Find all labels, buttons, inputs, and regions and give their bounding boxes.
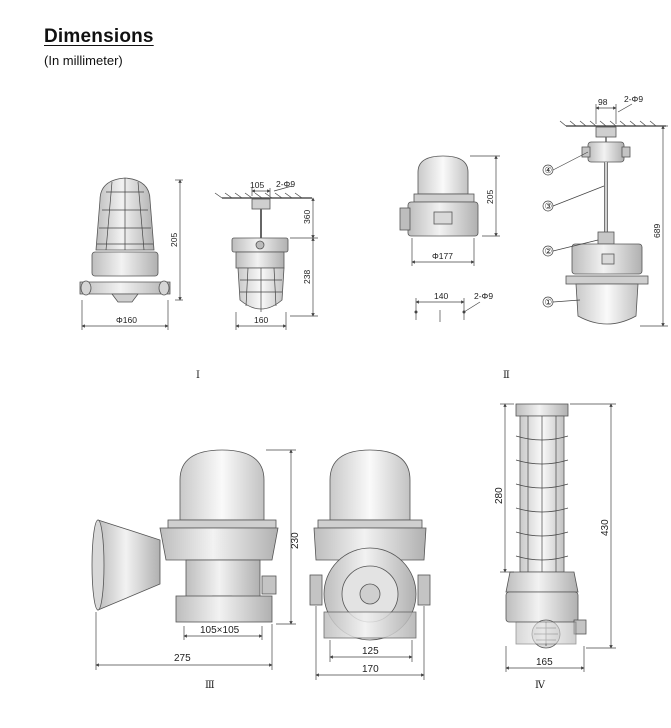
dim-iii-outer-width: 170 xyxy=(362,664,379,675)
dim-ii-b-total-height: 689 xyxy=(652,224,662,238)
dim-i-b-spacing: 105 xyxy=(250,180,264,190)
dim-i-a-height: 205 xyxy=(169,233,179,247)
figure-iii: 230 105×105 275 125 170 Ⅲ xyxy=(91,449,431,691)
dim-i-b-width: 160 xyxy=(254,315,268,325)
lamp-ii-a xyxy=(399,155,479,237)
lamp-ii-b-dims: 98 2-Φ9 689 ④ ③ ② ① xyxy=(542,94,668,327)
figure-iv: 280 430 165 Ⅳ xyxy=(494,403,616,691)
figure-ii: 205 Φ177 140 2-Φ9 xyxy=(399,94,668,381)
lamp-i-a xyxy=(79,177,171,303)
dim-ii-a-spacing: 140 xyxy=(434,291,448,301)
lamp-iii-side xyxy=(91,449,279,623)
lamp-i-a-dims: 205 Φ160 xyxy=(81,179,183,330)
part-label-3: ③ xyxy=(545,201,553,211)
dim-i-b-holes: 2-Φ9 xyxy=(276,179,295,189)
lamp-iv-dims: 280 430 165 xyxy=(494,403,616,672)
lamp-iv xyxy=(505,403,587,649)
dim-i-b-drop: 360 xyxy=(302,210,312,224)
figure-iv-label: Ⅳ xyxy=(535,680,546,691)
lamp-iii-front xyxy=(309,449,431,641)
dim-ii-b-holes: 2-Φ9 xyxy=(624,94,643,104)
lamp-ii-b xyxy=(559,120,666,325)
lamp-ii-a-dims: 205 Φ177 140 2-Φ9 xyxy=(411,155,500,322)
figure-ii-label: Ⅱ xyxy=(503,370,510,381)
dim-ii-a-holes: 2-Φ9 xyxy=(474,291,493,301)
dim-iv-cage-height: 280 xyxy=(494,487,505,504)
part-label-2: ② xyxy=(545,246,553,256)
figure-iii-label: Ⅲ xyxy=(205,680,215,691)
dim-i-b-body-height: 238 xyxy=(302,270,312,284)
page-title: Dimensions xyxy=(44,26,154,47)
dim-iv-width: 165 xyxy=(536,657,553,668)
figure-i: 205 Φ160 105 2-Φ9 360 xyxy=(79,177,318,381)
dim-ii-a-height: 205 xyxy=(485,190,495,204)
dim-iii-total-length: 275 xyxy=(174,653,191,664)
dim-iii-inner-width: 125 xyxy=(362,646,379,657)
dim-iii-base: 105×105 xyxy=(200,625,240,636)
page-subtitle: (In millimeter) xyxy=(44,53,123,68)
dim-iii-height: 230 xyxy=(290,532,301,549)
figure-i-label: Ⅰ xyxy=(196,370,200,381)
part-label-1: ① xyxy=(545,297,553,307)
part-label-4: ④ xyxy=(545,165,553,175)
lamp-iii-dims: 230 105×105 275 125 170 xyxy=(95,449,425,680)
dim-i-a-width: Φ160 xyxy=(116,315,137,325)
dim-ii-a-width: Φ177 xyxy=(432,251,453,261)
dim-ii-b-spacing: 98 xyxy=(598,97,608,107)
lamp-i-b-dims: 105 2-Φ9 360 238 160 xyxy=(235,179,318,330)
lamp-i-b xyxy=(214,192,312,312)
dim-iv-total-height: 430 xyxy=(600,519,611,536)
